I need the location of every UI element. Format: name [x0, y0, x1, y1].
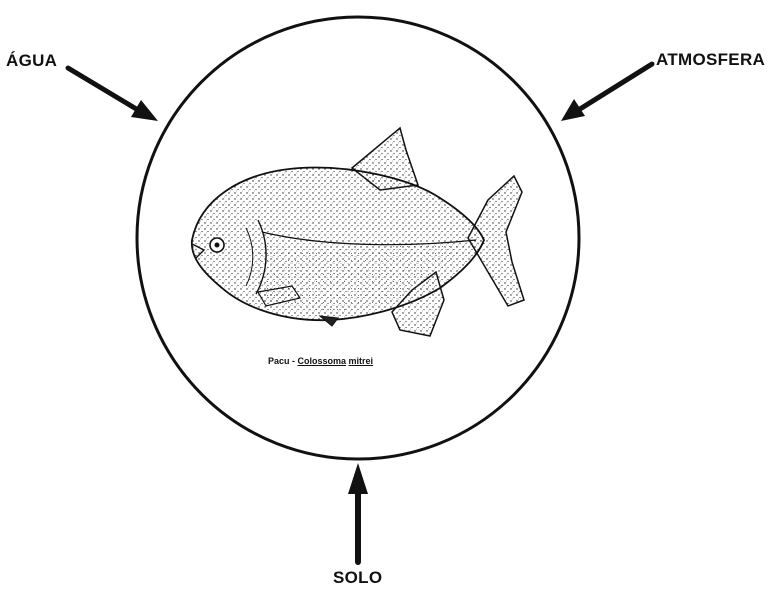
atmosfera-arrow [561, 64, 652, 121]
fish-illustration [192, 128, 524, 336]
caption-common-name: Pacu [268, 356, 290, 366]
caption-species: mitrei [349, 356, 374, 366]
agua-label: ÁGUA [6, 51, 57, 71]
agua-arrow [68, 68, 158, 121]
caption-genus: Colossoma [298, 356, 347, 366]
solo-arrow [348, 463, 368, 562]
caption-separator: - [290, 356, 298, 366]
atmosfera-label: ATMOSFERA [656, 50, 765, 70]
species-caption: Pacu - Colossoma mitrei [268, 356, 373, 366]
solo-label: SOLO [333, 568, 382, 588]
